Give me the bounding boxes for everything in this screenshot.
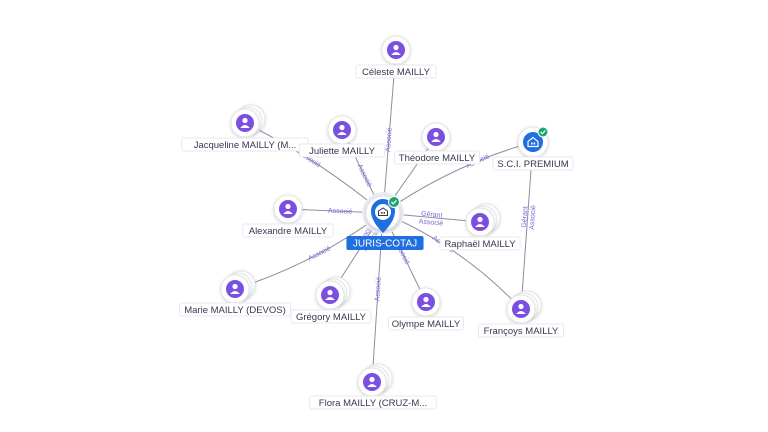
person-icon (427, 128, 445, 146)
node-label-box (179, 302, 291, 317)
person-name: Olympe MAILLY (392, 319, 461, 330)
person-name: Céleste MAILLY (362, 67, 431, 78)
person-name: Grégory MAILLY (296, 312, 367, 323)
person-node-celeste-mailly[interactable]: Céleste MAILLY (355, 35, 437, 79)
node-label-box (290, 309, 372, 324)
person-node-francoys-mailly[interactable]: Françoys MAILLY (477, 290, 565, 338)
person-node-juliette-mailly[interactable]: Juliette MAILLY (298, 115, 386, 158)
building-icon (523, 132, 543, 152)
edge-label: Gérant (521, 206, 530, 228)
person-node-gregory-mailly[interactable]: Grégory MAILLY (290, 276, 372, 324)
person-icon (333, 121, 351, 139)
person-node-raphael-mailly[interactable]: Raphaël MAILLY (439, 203, 521, 251)
node-label-box (242, 223, 334, 238)
company-name: S.C.I. PREMIUM (497, 159, 568, 170)
edge-label: Associé (385, 127, 394, 152)
person-icon (471, 213, 489, 231)
person-name: Jacqueline MAILLY (M... (194, 140, 297, 151)
verified-check-icon (537, 126, 549, 138)
person-node-jacqueline-mailly-m[interactable]: Jacqueline MAILLY (M... (181, 104, 309, 152)
edge-label: Associé (418, 218, 443, 227)
node-label-box (355, 64, 437, 79)
node-label-box (492, 156, 574, 171)
person-name: Juliette MAILLY (309, 146, 375, 157)
node-label-box (309, 395, 437, 410)
person-name: Alexandre MAILLY (249, 226, 328, 237)
verified-check-icon (388, 196, 400, 208)
person-node-olympe-mailly[interactable]: Olympe MAILLY (388, 287, 464, 331)
edge-label: Associé (356, 163, 373, 188)
person-node-alexandre-mailly[interactable]: Alexandre MAILLY (242, 194, 334, 238)
person-name: Flora MAILLY (CRUZ-M... (319, 398, 427, 409)
center-name: JURIS-COTAJ (353, 239, 417, 250)
person-icon (279, 200, 297, 218)
person-name: Théodore MAILLY (399, 153, 476, 164)
person-node-marie-mailly-devos[interactable]: Marie MAILLY (DEVOS) (179, 270, 291, 317)
person-icon (387, 41, 405, 59)
person-icon (512, 300, 530, 318)
building-icon (371, 199, 395, 233)
node-label-box (477, 323, 565, 338)
node-label-box (439, 236, 521, 251)
node-label-box (393, 150, 481, 165)
edge-label: Associé (328, 208, 353, 216)
person-name: Raphaël MAILLY (444, 239, 516, 250)
person-icon (363, 373, 381, 391)
edge-label: Associé (307, 245, 332, 262)
person-name: Marie MAILLY (DEVOS) (184, 305, 286, 316)
person-icon (417, 293, 435, 311)
edge-label: Associé (529, 205, 538, 230)
nodes-layer: Céleste MAILLY Jacqueline MAILLY (M... Jul… (179, 35, 574, 410)
person-node-theodore-mailly[interactable]: Théodore MAILLY (393, 122, 481, 165)
company-node-sci-premium[interactable]: S.C.I. PREMIUM (492, 126, 574, 171)
person-icon (236, 114, 254, 132)
person-icon (321, 286, 339, 304)
center-label-box (346, 236, 424, 250)
center-node-juris-cotaj[interactable]: JURIS-COTAJ (346, 192, 424, 250)
edge-label: Gérant (421, 211, 443, 220)
person-name: Françoys MAILLY (484, 326, 559, 337)
node-label-box (298, 143, 386, 158)
edge-label: Associé (374, 277, 383, 302)
person-node-flora-mailly-cruz-m[interactable]: Flora MAILLY (CRUZ-M... (309, 363, 437, 410)
node-label-box (388, 316, 464, 331)
person-icon (226, 280, 244, 298)
